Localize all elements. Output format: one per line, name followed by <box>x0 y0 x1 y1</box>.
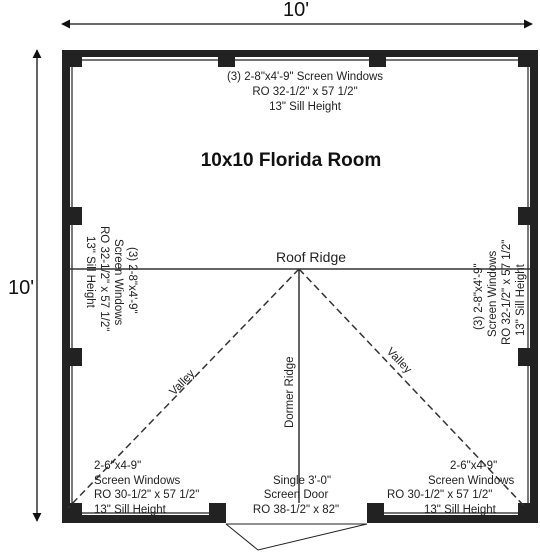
valley-right-label: Valley <box>384 346 414 376</box>
left-windows-line-4: 13" Sill Height <box>84 236 96 309</box>
door-swing <box>225 523 368 551</box>
bottom-right-windows-callout: 2-6"x4-9" Screen Windows RO 30-1/2" x 57… <box>387 460 515 516</box>
right-windows-callout: (3) 2-8"x4'-9" Screen Windows RO 32-1/2"… <box>473 240 527 345</box>
door-callout: Single 3'-0" Screen Door RO 38-1/2" x 82… <box>253 475 339 516</box>
bottom-right-line-3: RO 30-1/2" x 57 1/2" <box>387 489 492 501</box>
door-line-3: RO 38-1/2" x 82" <box>253 504 339 516</box>
door-line-1: Single 3'-0" <box>273 475 331 487</box>
right-windows-line-2: Screen Windows <box>487 250 499 337</box>
dormer-ridge-label: Dormer Ridge <box>284 356 296 428</box>
bottom-left-windows-callout: 2-6"x4-9" Screen Windows RO 30-1/2" x 57… <box>94 460 199 516</box>
roof-ridge-label-bg <box>268 250 354 266</box>
valley-left-label: Valley <box>168 368 198 398</box>
valley-left-line <box>67 268 300 509</box>
left-windows-callout: (3) 2-8"x4'-9" Screen Windows RO 32-1/2"… <box>84 226 138 331</box>
right-windows-line-1: (3) 2-8"x4'-9" <box>473 263 485 330</box>
door-opening <box>226 514 367 524</box>
top-windows-line-2: RO 32-1/2" x 57 1/2" <box>252 86 357 98</box>
roof-ridge-label: Roof Ridge <box>276 249 346 265</box>
top-windows-line-3: 13" Sill Height <box>269 101 342 113</box>
bottom-left-line-4: 13" Sill Height <box>94 504 167 516</box>
bottom-left-line-2: Screen Windows <box>94 475 181 487</box>
left-windows-line-2: Screen Windows <box>112 239 124 326</box>
bottom-left-line-3: RO 30-1/2" x 57 1/2" <box>94 489 199 501</box>
bottom-left-line-1: 2-6"x4-9" <box>94 460 141 472</box>
top-windows-callout: (3) 2-8"x4'-9" Screen Windows RO 32-1/2"… <box>227 71 383 113</box>
door-line-2: Screen Door <box>264 489 329 501</box>
width-dimension-label: 10' <box>283 0 309 21</box>
room-title: 10x10 Florida Room <box>201 150 382 171</box>
right-windows-line-3: RO 32-1/2" x 57 1/2" <box>501 240 513 345</box>
bottom-right-line-1: 2-6"x4-9" <box>450 460 497 472</box>
bottom-right-line-2: Screen Windows <box>428 475 515 487</box>
bottom-right-line-4: 13" Sill Height <box>424 504 497 516</box>
right-windows-line-4: 13" Sill Height <box>515 263 527 336</box>
left-windows-line-1: (3) 2-8"x4'-9" <box>126 247 138 314</box>
top-windows-line-1: (3) 2-8"x4'-9" Screen Windows <box>227 71 383 83</box>
height-dimension-label: 10' <box>8 277 34 299</box>
left-windows-line-3: RO 32-1/2" x 57 1/2" <box>98 226 110 331</box>
window-lines <box>71 59 529 514</box>
